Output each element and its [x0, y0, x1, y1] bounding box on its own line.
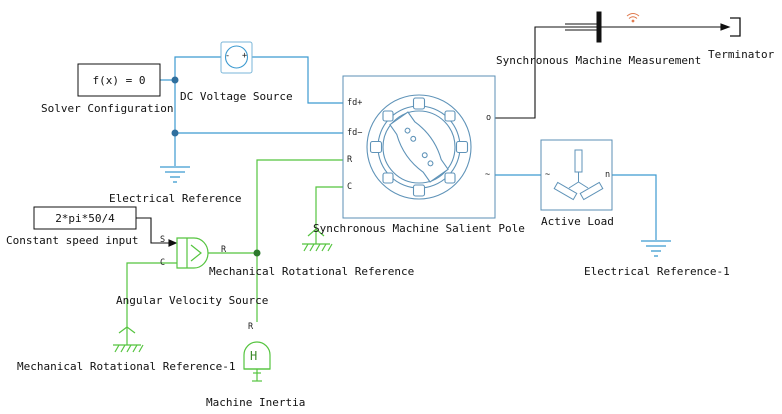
active-load-label: Active Load — [541, 215, 614, 228]
mechanical-rotational-reference-icon[interactable] — [302, 228, 333, 252]
electrical-reference-1-icon[interactable] — [641, 240, 671, 257]
constant-label: Constant speed input — [6, 234, 139, 247]
port-o: o — [486, 113, 492, 123]
avs-port-r: R — [221, 245, 227, 255]
constant-block[interactable] — [33, 206, 137, 230]
solver-config-block[interactable] — [77, 63, 161, 97]
junction-1 — [171, 76, 179, 84]
wire-case[interactable] — [315, 186, 343, 236]
inertia-glyph: H — [250, 349, 258, 363]
wire-fd-minus[interactable] — [174, 80, 343, 134]
mechanical-rotational-reference-label: Mechanical Rotational Reference — [209, 265, 415, 278]
electrical-reference-label: Electrical Reference — [109, 192, 242, 205]
junction-mech — [253, 249, 261, 257]
port-c: C — [347, 182, 353, 192]
machine-inertia-label: Machine Inertia — [206, 396, 306, 409]
port-fd-minus: fd− — [347, 128, 363, 138]
dc-voltage-source-block[interactable] — [220, 41, 253, 74]
angular-velocity-source-label: Angular Velocity Source — [116, 294, 269, 307]
solver-config-label: Solver Configuration — [41, 102, 174, 115]
dc-plus-sign: + — [242, 51, 248, 61]
wire-load-ground[interactable] — [612, 174, 657, 240]
signal-measurement[interactable] — [495, 26, 565, 119]
signal-constant[interactable] — [136, 217, 172, 244]
wire-dc-plus[interactable] — [252, 56, 343, 104]
active-load-block[interactable] — [540, 139, 613, 211]
port-tilde: ~ — [485, 170, 491, 180]
dc-voltage-source-label: DC Voltage Source — [180, 90, 293, 103]
measurement-label: Synchronous Machine Measurement — [496, 54, 702, 67]
synchronous-machine-block[interactable] — [342, 75, 496, 219]
port-fd-plus: fd+ — [347, 98, 363, 108]
dc-minus-sign: - — [225, 51, 231, 61]
solver-config-text: f(x) = 0 — [92, 73, 146, 87]
measurement-block[interactable] — [565, 11, 602, 43]
terminator-icon[interactable] — [730, 17, 741, 37]
wire-avs-c[interactable] — [126, 262, 177, 333]
load-port-n: n — [605, 170, 611, 180]
constant-value: 2*pi*50/4 — [55, 211, 115, 225]
load-port-in: ~ — [545, 170, 551, 180]
avs-port-s: S — [160, 235, 166, 245]
mechanical-wires — [126, 159, 343, 333]
electrical-reference-1-label: Electrical Reference-1 — [584, 265, 730, 278]
wire-dc-top[interactable] — [174, 56, 221, 80]
avs-port-c: C — [160, 258, 166, 268]
inertia-port-r: R — [248, 322, 254, 332]
port-r: R — [347, 155, 353, 165]
junction-2 — [171, 129, 179, 137]
electrical-reference-icon[interactable] — [160, 166, 190, 183]
mechanical-rotational-reference-1-label: Mechanical Rotational Reference-1 — [17, 360, 236, 373]
synchronous-machine-label: Synchronous Machine Salient Pole — [313, 222, 525, 235]
wireless-signal-icon — [626, 13, 640, 23]
mechanical-rotational-reference-1-icon[interactable] — [113, 326, 144, 353]
signal-lines — [136, 23, 731, 247]
terminator-label: Terminator — [708, 48, 775, 61]
machine-inertia-block[interactable] — [243, 341, 271, 382]
angular-velocity-source-block[interactable] — [176, 237, 209, 269]
wire-rotor[interactable] — [256, 159, 343, 322]
